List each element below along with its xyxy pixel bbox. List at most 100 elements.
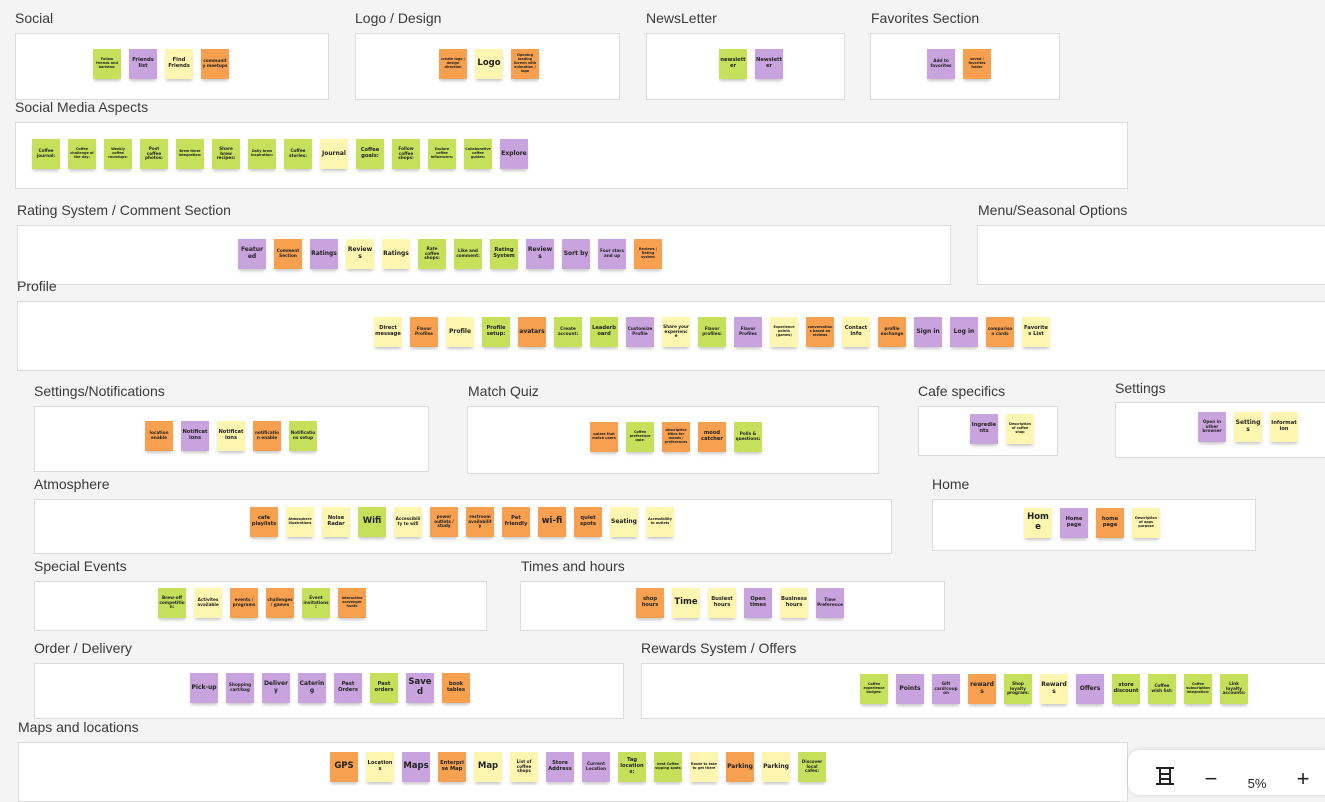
sticky-note[interactable]: Gift card/coupon <box>932 674 960 704</box>
sticky-note[interactable]: Description of coffee shop <box>1006 414 1034 444</box>
sticky-note[interactable]: Like and comment: <box>454 239 482 269</box>
sticky-note[interactable]: Coffee preference quiz: <box>626 422 654 452</box>
sticky-note[interactable]: interactive scavenger hunts <box>338 588 366 618</box>
sticky-note[interactable]: Catering <box>298 673 326 703</box>
sticky-note[interactable]: Sort by <box>562 239 590 269</box>
sticky-note[interactable]: Find Friends <box>165 49 193 79</box>
frame-title[interactable]: Favorites Section <box>871 10 980 26</box>
sticky-note[interactable]: location enable <box>145 421 173 451</box>
sticky-note[interactable]: Description of apps purpose <box>1132 508 1160 538</box>
frame-title[interactable]: Settings <box>1115 380 1166 396</box>
sticky-note[interactable]: Parking <box>762 752 790 782</box>
sticky-note[interactable]: Reviews <box>346 239 374 269</box>
sticky-note[interactable]: Shopping cart/bag <box>226 673 254 703</box>
sticky-note[interactable]: descriptive titles for moods / preferenc… <box>662 422 690 452</box>
sticky-note[interactable]: store discount <box>1112 674 1140 704</box>
sticky-note[interactable]: Pet friendly <box>502 507 530 537</box>
sticky-note[interactable]: Reviews / Rating system <box>634 239 662 269</box>
sticky-note[interactable]: power outlets / study <box>430 507 458 537</box>
zoom-in-button[interactable]: + <box>1296 765 1310 791</box>
sticky-note[interactable]: Open in other browser <box>1198 412 1226 442</box>
sticky-note[interactable]: Accessibility to outlets <box>646 507 674 537</box>
sticky-note[interactable]: Friends list <box>129 49 157 79</box>
sticky-note[interactable]: Profile <box>446 317 474 347</box>
sticky-note[interactable]: Information <box>1270 412 1298 442</box>
sticky-note[interactable]: Past Orders <box>334 673 362 703</box>
sticky-note[interactable]: quiet spots <box>574 507 602 537</box>
sticky-note[interactable]: events / programs <box>230 588 258 618</box>
sticky-note[interactable]: Create account: <box>554 317 582 347</box>
frame-title[interactable]: Cafe specifics <box>918 383 1006 399</box>
sticky-note[interactable]: Featured <box>238 239 266 269</box>
sticky-note[interactable]: Route to take to get there <box>690 752 718 782</box>
frame-title[interactable]: Maps and locations <box>18 719 139 735</box>
fit-to-screen-icon[interactable] <box>1142 766 1188 792</box>
sticky-note[interactable]: Activites available <box>194 588 222 618</box>
sticky-note[interactable]: shop hours <box>636 588 664 618</box>
sticky-note[interactable]: Accessibility to wifi <box>394 507 422 537</box>
sticky-note[interactable]: Event invitations: <box>302 588 330 618</box>
frame-title[interactable]: Order / Delivery <box>34 640 133 656</box>
sticky-note[interactable]: Link loyalty accounts: <box>1220 674 1248 704</box>
sticky-note[interactable]: Weekly coffee roundups: <box>104 139 132 169</box>
sticky-note[interactable]: newsletter <box>719 49 747 79</box>
sticky-note[interactable]: Time <box>672 588 700 618</box>
sticky-note[interactable]: Coffee goals: <box>356 139 384 169</box>
sticky-note[interactable]: Ratings <box>310 239 338 269</box>
sticky-note[interactable]: mood catcher <box>698 422 726 452</box>
sticky-note[interactable]: Coffee subscription integration: <box>1184 674 1212 704</box>
frame-title[interactable]: Rewards System / Offers <box>641 640 797 656</box>
sticky-note[interactable]: GPS <box>330 752 358 782</box>
sticky-note[interactable]: Settings <box>1234 412 1262 442</box>
sticky-note[interactable]: Open times <box>744 588 772 618</box>
sticky-note[interactable]: profile exchange <box>878 317 906 347</box>
sticky-note[interactable]: Flavor Profiles <box>734 317 762 347</box>
sticky-note[interactable]: Follow coffee shops: <box>392 139 420 169</box>
sticky-note[interactable]: Current Location <box>582 752 610 782</box>
sticky-note[interactable]: Customize Profile <box>626 317 654 347</box>
sticky-note[interactable]: Discover local cafes: <box>798 752 826 782</box>
sticky-note[interactable]: Rate coffee shops: <box>418 239 446 269</box>
sticky-note[interactable]: Past orders <box>370 673 398 703</box>
frame-title[interactable]: Settings/Notifications <box>34 383 165 399</box>
sticky-note[interactable]: Coffee wish list: <box>1148 674 1176 704</box>
sticky-note[interactable]: book tables <box>442 673 470 703</box>
sticky-note[interactable]: Brew-off competition: <box>158 588 186 618</box>
sticky-note[interactable]: challenges / games <box>266 588 294 618</box>
sticky-note[interactable]: Profile setup: <box>482 317 510 347</box>
sticky-note[interactable]: Rewards <box>1040 674 1068 704</box>
frame-title[interactable]: Social <box>15 10 54 26</box>
sticky-note[interactable]: Opening loading Screen with animation / … <box>511 49 539 79</box>
sticky-note[interactable]: Flavor Profiles <box>410 317 438 347</box>
sticky-note[interactable]: Points <box>896 674 924 704</box>
sticky-note[interactable]: Atmosphere illustrations <box>286 507 314 537</box>
sticky-note[interactable]: Follow friends and baristas: <box>93 49 121 79</box>
sticky-note[interactable]: Coffee journal: <box>32 139 60 169</box>
sticky-note[interactable]: Ratings <box>382 239 410 269</box>
sticky-note[interactable]: notification enable <box>253 421 281 451</box>
sticky-note[interactable]: Newsletter <box>755 49 783 79</box>
frame-title[interactable]: Logo / Design <box>355 10 442 26</box>
sticky-note[interactable]: Polls & questions: <box>734 422 762 452</box>
sticky-note[interactable]: Coffee challenge of the day: <box>68 139 96 169</box>
sticky-note[interactable]: Four stars and up <box>598 239 626 269</box>
sticky-note[interactable]: Locations <box>366 752 394 782</box>
sticky-note[interactable]: wi-fi <box>538 507 566 537</box>
sticky-note[interactable]: Brew timer integration: <box>176 139 204 169</box>
sticky-note[interactable]: Post coffee photos: <box>140 139 168 169</box>
frame-logo-design[interactable] <box>355 33 620 100</box>
frame-order-delivery[interactable] <box>34 663 624 719</box>
sticky-note[interactable]: Journal <box>320 139 348 169</box>
sticky-note[interactable]: restroom availability <box>466 507 494 537</box>
sticky-note[interactable]: Wifi <box>358 507 386 537</box>
sticky-note[interactable]: Business hours <box>780 588 808 618</box>
sticky-note[interactable]: avatars <box>518 317 546 347</box>
frame-rating-system-comment-section[interactable] <box>17 225 951 285</box>
sticky-note[interactable]: rewards <box>968 674 996 704</box>
sticky-note[interactable]: List of coffee shops <box>510 752 538 782</box>
sticky-note[interactable]: Store Address <box>546 752 574 782</box>
frame-home[interactable] <box>932 499 1256 551</box>
frame-title[interactable]: Times and hours <box>521 558 625 574</box>
sticky-note[interactable]: community meetups <box>201 49 229 79</box>
sticky-note[interactable]: Busiest hours <box>708 588 736 618</box>
